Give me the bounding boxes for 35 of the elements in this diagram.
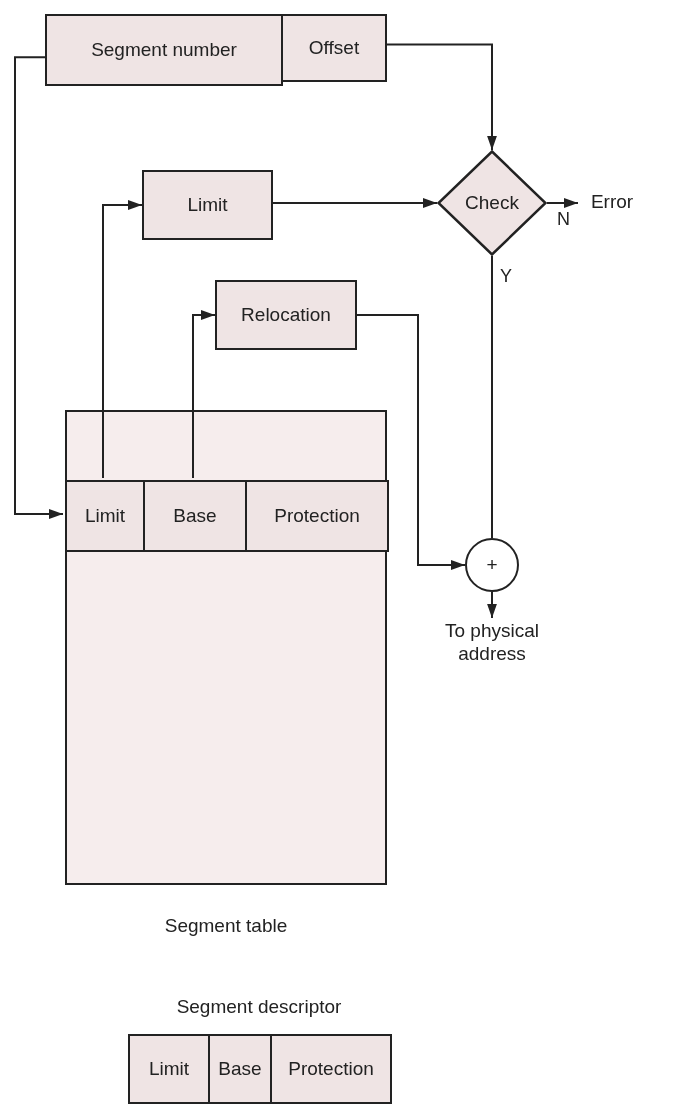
table-cell [65, 480, 145, 552]
output-label: Error [582, 189, 642, 215]
output-label: To physical address [420, 618, 564, 668]
arrow [356, 314, 466, 570]
field-cell [45, 14, 283, 86]
process-box [142, 170, 273, 240]
table-cell [143, 480, 247, 552]
cell-label: Relocation [241, 304, 331, 326]
arrow [102, 200, 143, 479]
connector-line [491, 255, 493, 539]
cell-label: Offset [308, 37, 360, 59]
cell-label: Limit [148, 1058, 190, 1080]
table-caption: Segment table [163, 915, 289, 937]
arrow [546, 198, 579, 208]
arrow [14, 56, 64, 519]
decision-label: Check [465, 191, 519, 215]
table-cell [245, 480, 389, 552]
arrow [487, 591, 497, 619]
arrow [272, 198, 438, 208]
arrow [386, 43, 497, 151]
cell-label: Limit [187, 194, 228, 216]
edge-label: N [557, 209, 570, 230]
cell-label: Segment number [91, 39, 237, 61]
plus-sign: + [486, 554, 498, 576]
edge-label: Y [500, 266, 512, 287]
arrow [192, 310, 216, 479]
cell-label: Protection [288, 1058, 374, 1080]
cell-label: Base [173, 505, 217, 527]
cell-label: Base [218, 1058, 262, 1080]
process-box [215, 280, 357, 350]
field-cell [281, 14, 387, 82]
adder-circle [465, 538, 519, 592]
table-heading: Segment descriptor [175, 996, 343, 1018]
cell-label: Protection [274, 505, 360, 527]
cell-label: Limit [84, 505, 126, 527]
